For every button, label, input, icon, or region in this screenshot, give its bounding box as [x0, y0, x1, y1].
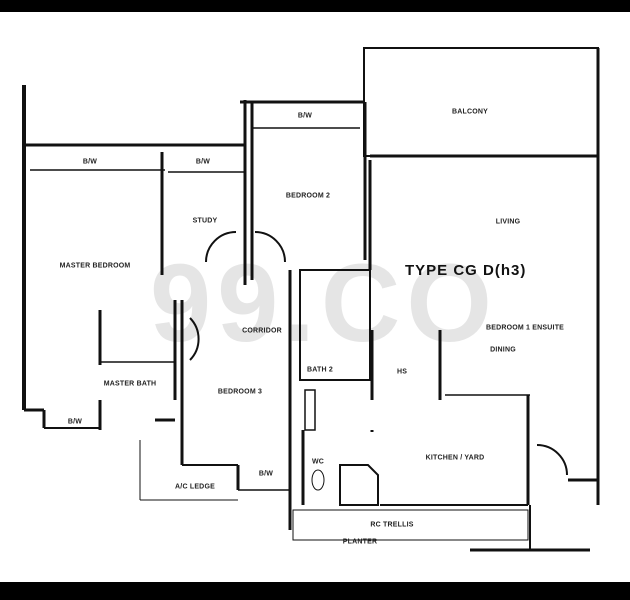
room-label-household-shelter: HS	[396, 368, 408, 376]
unit-type-title: TYPE CG D(h3)	[405, 262, 527, 279]
label-planter: PLANTER	[342, 538, 378, 546]
room-label-living: LIVING	[495, 218, 521, 226]
label-bay-window-study: B/W	[195, 158, 211, 166]
room-label-master-bath: MASTER BATH	[103, 380, 157, 388]
room-label-bedroom3: BEDROOM 3	[217, 388, 263, 396]
room-label-wc: WC	[311, 458, 325, 466]
watermark: 99.CO	[150, 242, 498, 365]
room-label-master-bedroom: MASTER BEDROOM	[59, 262, 131, 270]
top-black-band	[0, 0, 630, 12]
room-label-corridor: CORRIDOR	[242, 327, 282, 335]
legend-line-2: DINING	[490, 346, 516, 354]
label-bay-window-master: B/W	[82, 158, 98, 166]
bottom-black-band	[0, 582, 630, 600]
room-label-ac-ledge: A/C LEDGE	[175, 483, 215, 491]
label-bay-window-bedroom3: B/W	[258, 470, 274, 478]
room-label-bedroom2: BEDROOM 2	[285, 192, 331, 200]
room-label-kitchen-yard: KITCHEN / YARD	[425, 454, 485, 462]
room-label-bath2: BATH 2	[307, 366, 333, 374]
room-label-rc-trellis: RC TRELLIS	[370, 521, 414, 529]
legend-line-1: BEDROOM 1 ENSUITE	[485, 324, 565, 332]
room-label-balcony: BALCONY	[451, 108, 489, 116]
label-bay-window-bedroom2: B/W	[297, 112, 313, 120]
label-bay-window-bath: B/W	[67, 418, 83, 426]
room-label-study: STUDY	[192, 217, 218, 225]
